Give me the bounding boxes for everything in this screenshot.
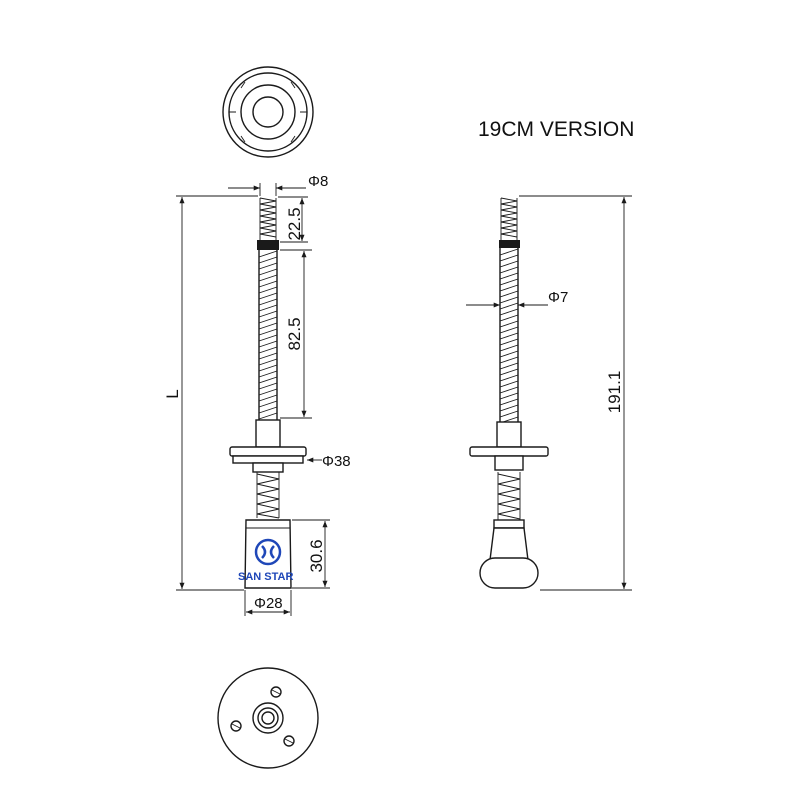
top-view (222, 66, 314, 158)
screw-top (270, 686, 282, 698)
dim-flange-diameter: Φ38 (322, 453, 351, 470)
screw-right (283, 735, 295, 747)
front-dimensions: Φ8 22.5 82.5 L Φ38 30.6 Φ28 (163, 173, 351, 616)
dim-knob-height: 30.6 (307, 539, 326, 572)
logo-text: SAN STAR (238, 571, 293, 583)
front-view: SAN STAR (229, 197, 307, 589)
bottom-view (217, 667, 319, 769)
side-dimensions: Φ7 191.1 (466, 195, 632, 591)
dim-knob-diameter: Φ28 (254, 595, 283, 612)
dim-tip-length: 22.5 (285, 207, 304, 240)
dim-overall-length: L (163, 389, 182, 398)
side-knob-cap (479, 557, 539, 589)
side-view (469, 197, 549, 589)
side-collar (499, 240, 520, 248)
screw-left (230, 720, 242, 732)
collar (257, 240, 279, 250)
dim-side-total-length: 191.1 (605, 371, 624, 414)
dim-tip-diameter: Φ8 (308, 173, 328, 190)
dim-side-rod-diameter: Φ7 (548, 289, 568, 306)
dim-thread-length: 82.5 (285, 317, 304, 350)
drawing-title: 19CM VERSION (478, 118, 634, 141)
san-star-logo: SAN STAR (238, 538, 293, 583)
